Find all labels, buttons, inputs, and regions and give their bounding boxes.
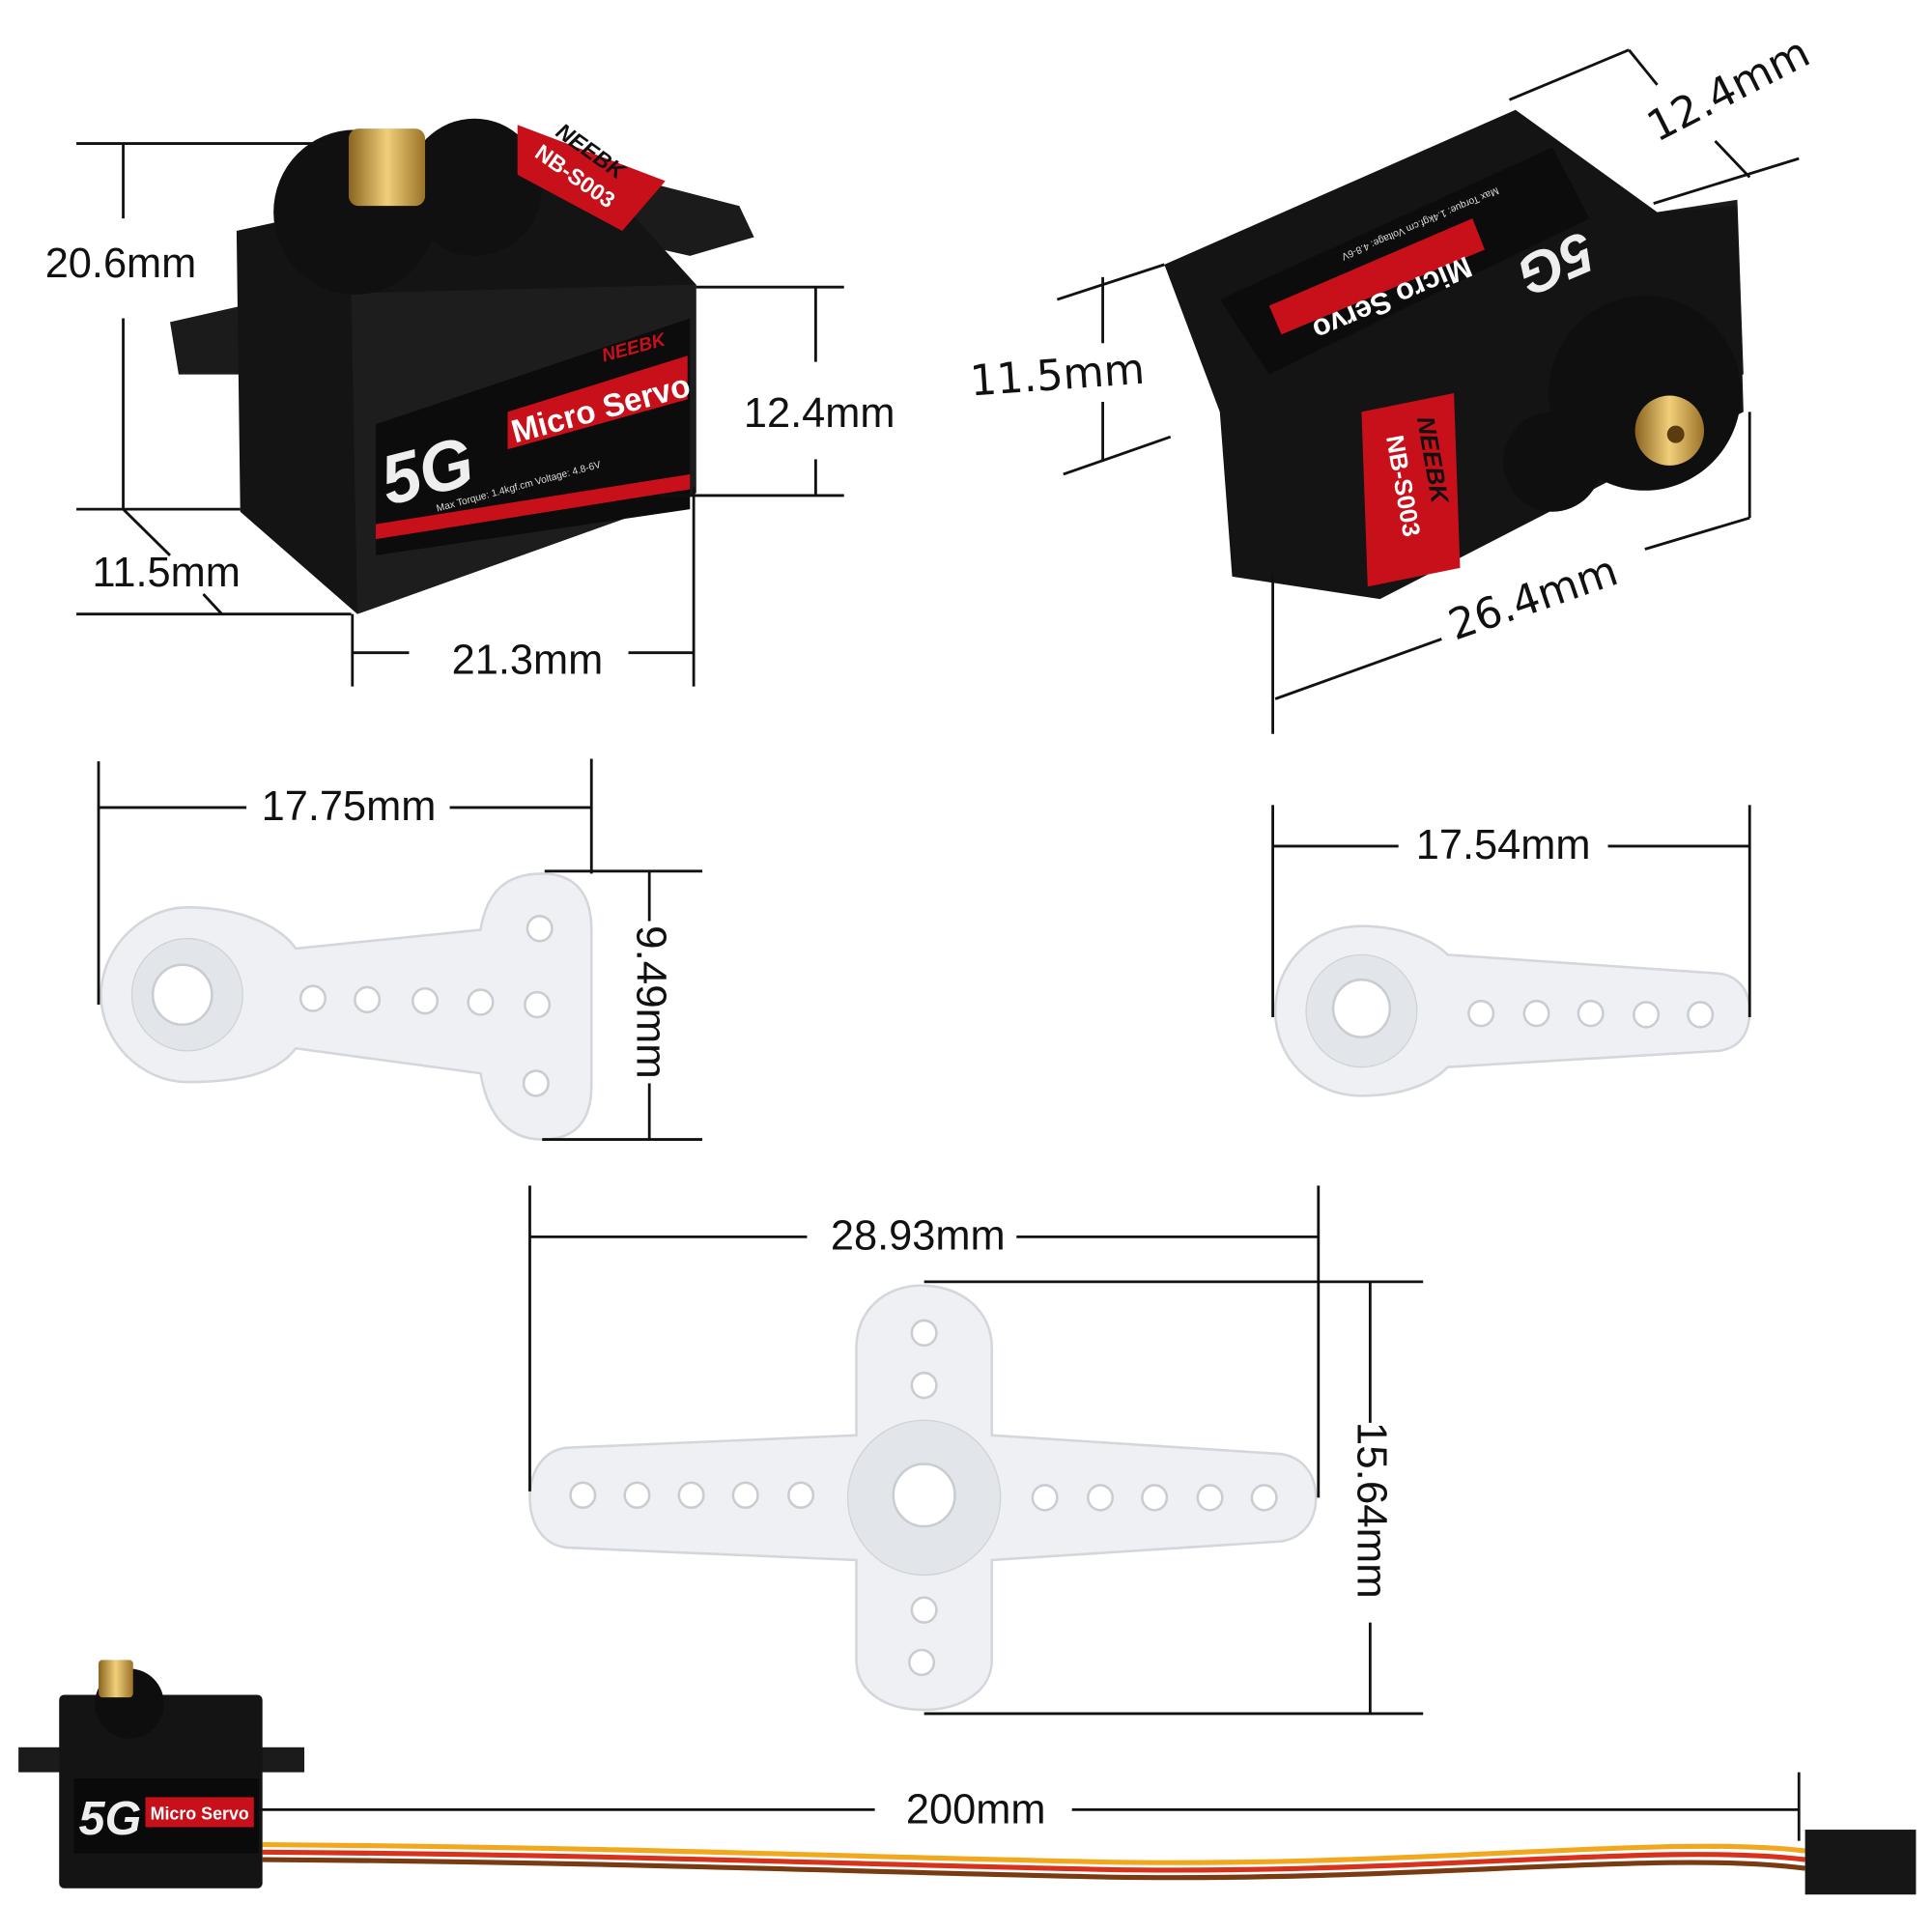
front-width-label: 21.3mm [452,636,604,683]
servo-with-cable: 5G Micro Servo [18,1660,1917,1895]
servo-horn-single-t [99,872,593,1141]
servo-front-view: NEEBK NB-S003 5G Micro Servo NEEBK Max T… [170,118,754,614]
horn-cross-length-label: 28.93mm [831,1211,1006,1259]
horn-t-length-label: 17.75mm [262,782,437,830]
connector-icon [1804,1830,1917,1895]
cable-signal-wire [262,1841,1805,1865]
cable-length-label: 200mm [906,1785,1046,1833]
front-body-height-label: 12.4mm [744,389,895,437]
dimension-lines [76,48,1801,1841]
cable-power-wire [262,1849,1805,1873]
front-height-label: 20.6mm [45,240,197,287]
rear-body-height-label: 12.4mm [1639,27,1817,152]
front-depth-label: 11.5mm [93,549,241,596]
servo-horn-cross [528,1284,1318,1712]
rear-length-label: 26.4mm [1442,546,1624,650]
servo-horn-single-arm [1273,924,1751,1097]
servo-rear-view: Micro Servo 5G Max Torque: 1.4kgf.cm Vol… [1164,109,1744,600]
horn-arm-length-label: 17.54mm [1416,821,1591,868]
cable-ground-wire [262,1857,1805,1881]
small-product-name: Micro Servo [151,1804,249,1824]
rear-depth-label: 11.5mm [968,345,1146,407]
horn-t-width-label: 9.49mm [628,925,675,1079]
horn-cross-width-label: 15.64mm [1349,1422,1396,1599]
brass-shaft-icon [348,128,426,207]
small-size-badge: 5G [79,1793,142,1845]
